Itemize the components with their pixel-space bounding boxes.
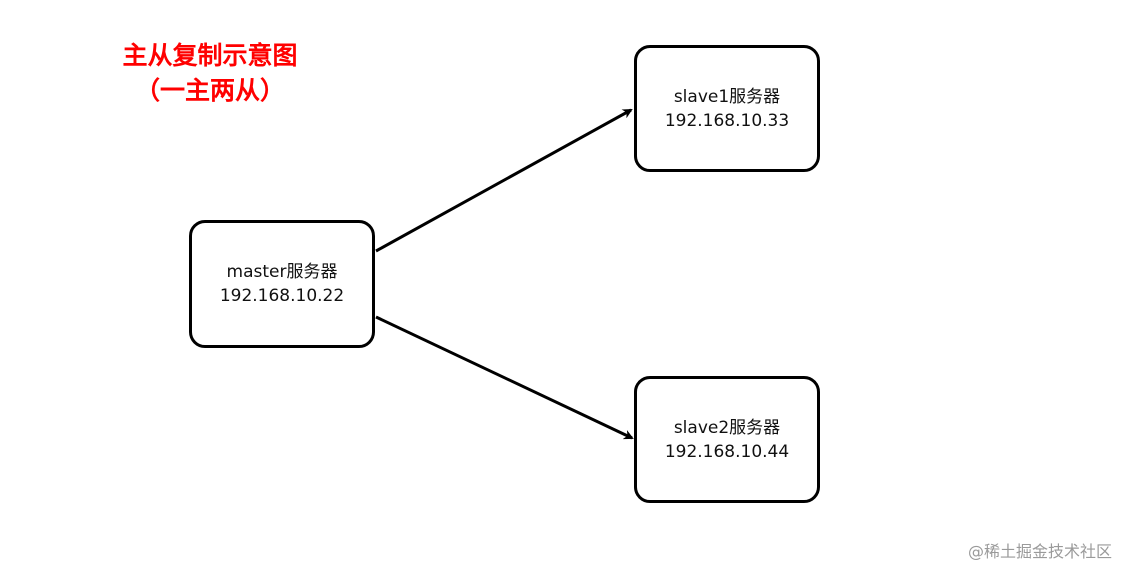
slave2-server-node: slave2服务器 192.168.10.44: [634, 376, 820, 503]
master-server-ip: 192.168.10.22: [219, 286, 345, 306]
diagram-title-line2: （一主两从）: [134, 76, 285, 105]
slave2-server-name: slave2服务器: [673, 417, 781, 438]
master-server-name: master服务器: [226, 262, 338, 282]
diagram-title: 主从复制示意图 （一主两从）: [100, 38, 320, 108]
arrow-master-to-slave2: [375, 315, 634, 440]
slave1-server-name: slave1服务器: [673, 86, 781, 107]
master-server-node: master服务器 192.168.10.22: [189, 220, 375, 348]
diagram-title-line1: 主从复制示意图: [122, 41, 298, 70]
slave1-server-ip: 192.168.10.33: [664, 110, 790, 131]
watermark: @稀土掘金技术社区: [967, 542, 1112, 561]
slave2-server-ip: 192.168.10.44: [664, 441, 790, 462]
arrow-master-to-slave1: [375, 108, 633, 253]
slave1-server-node: slave1服务器 192.168.10.33: [634, 45, 820, 172]
